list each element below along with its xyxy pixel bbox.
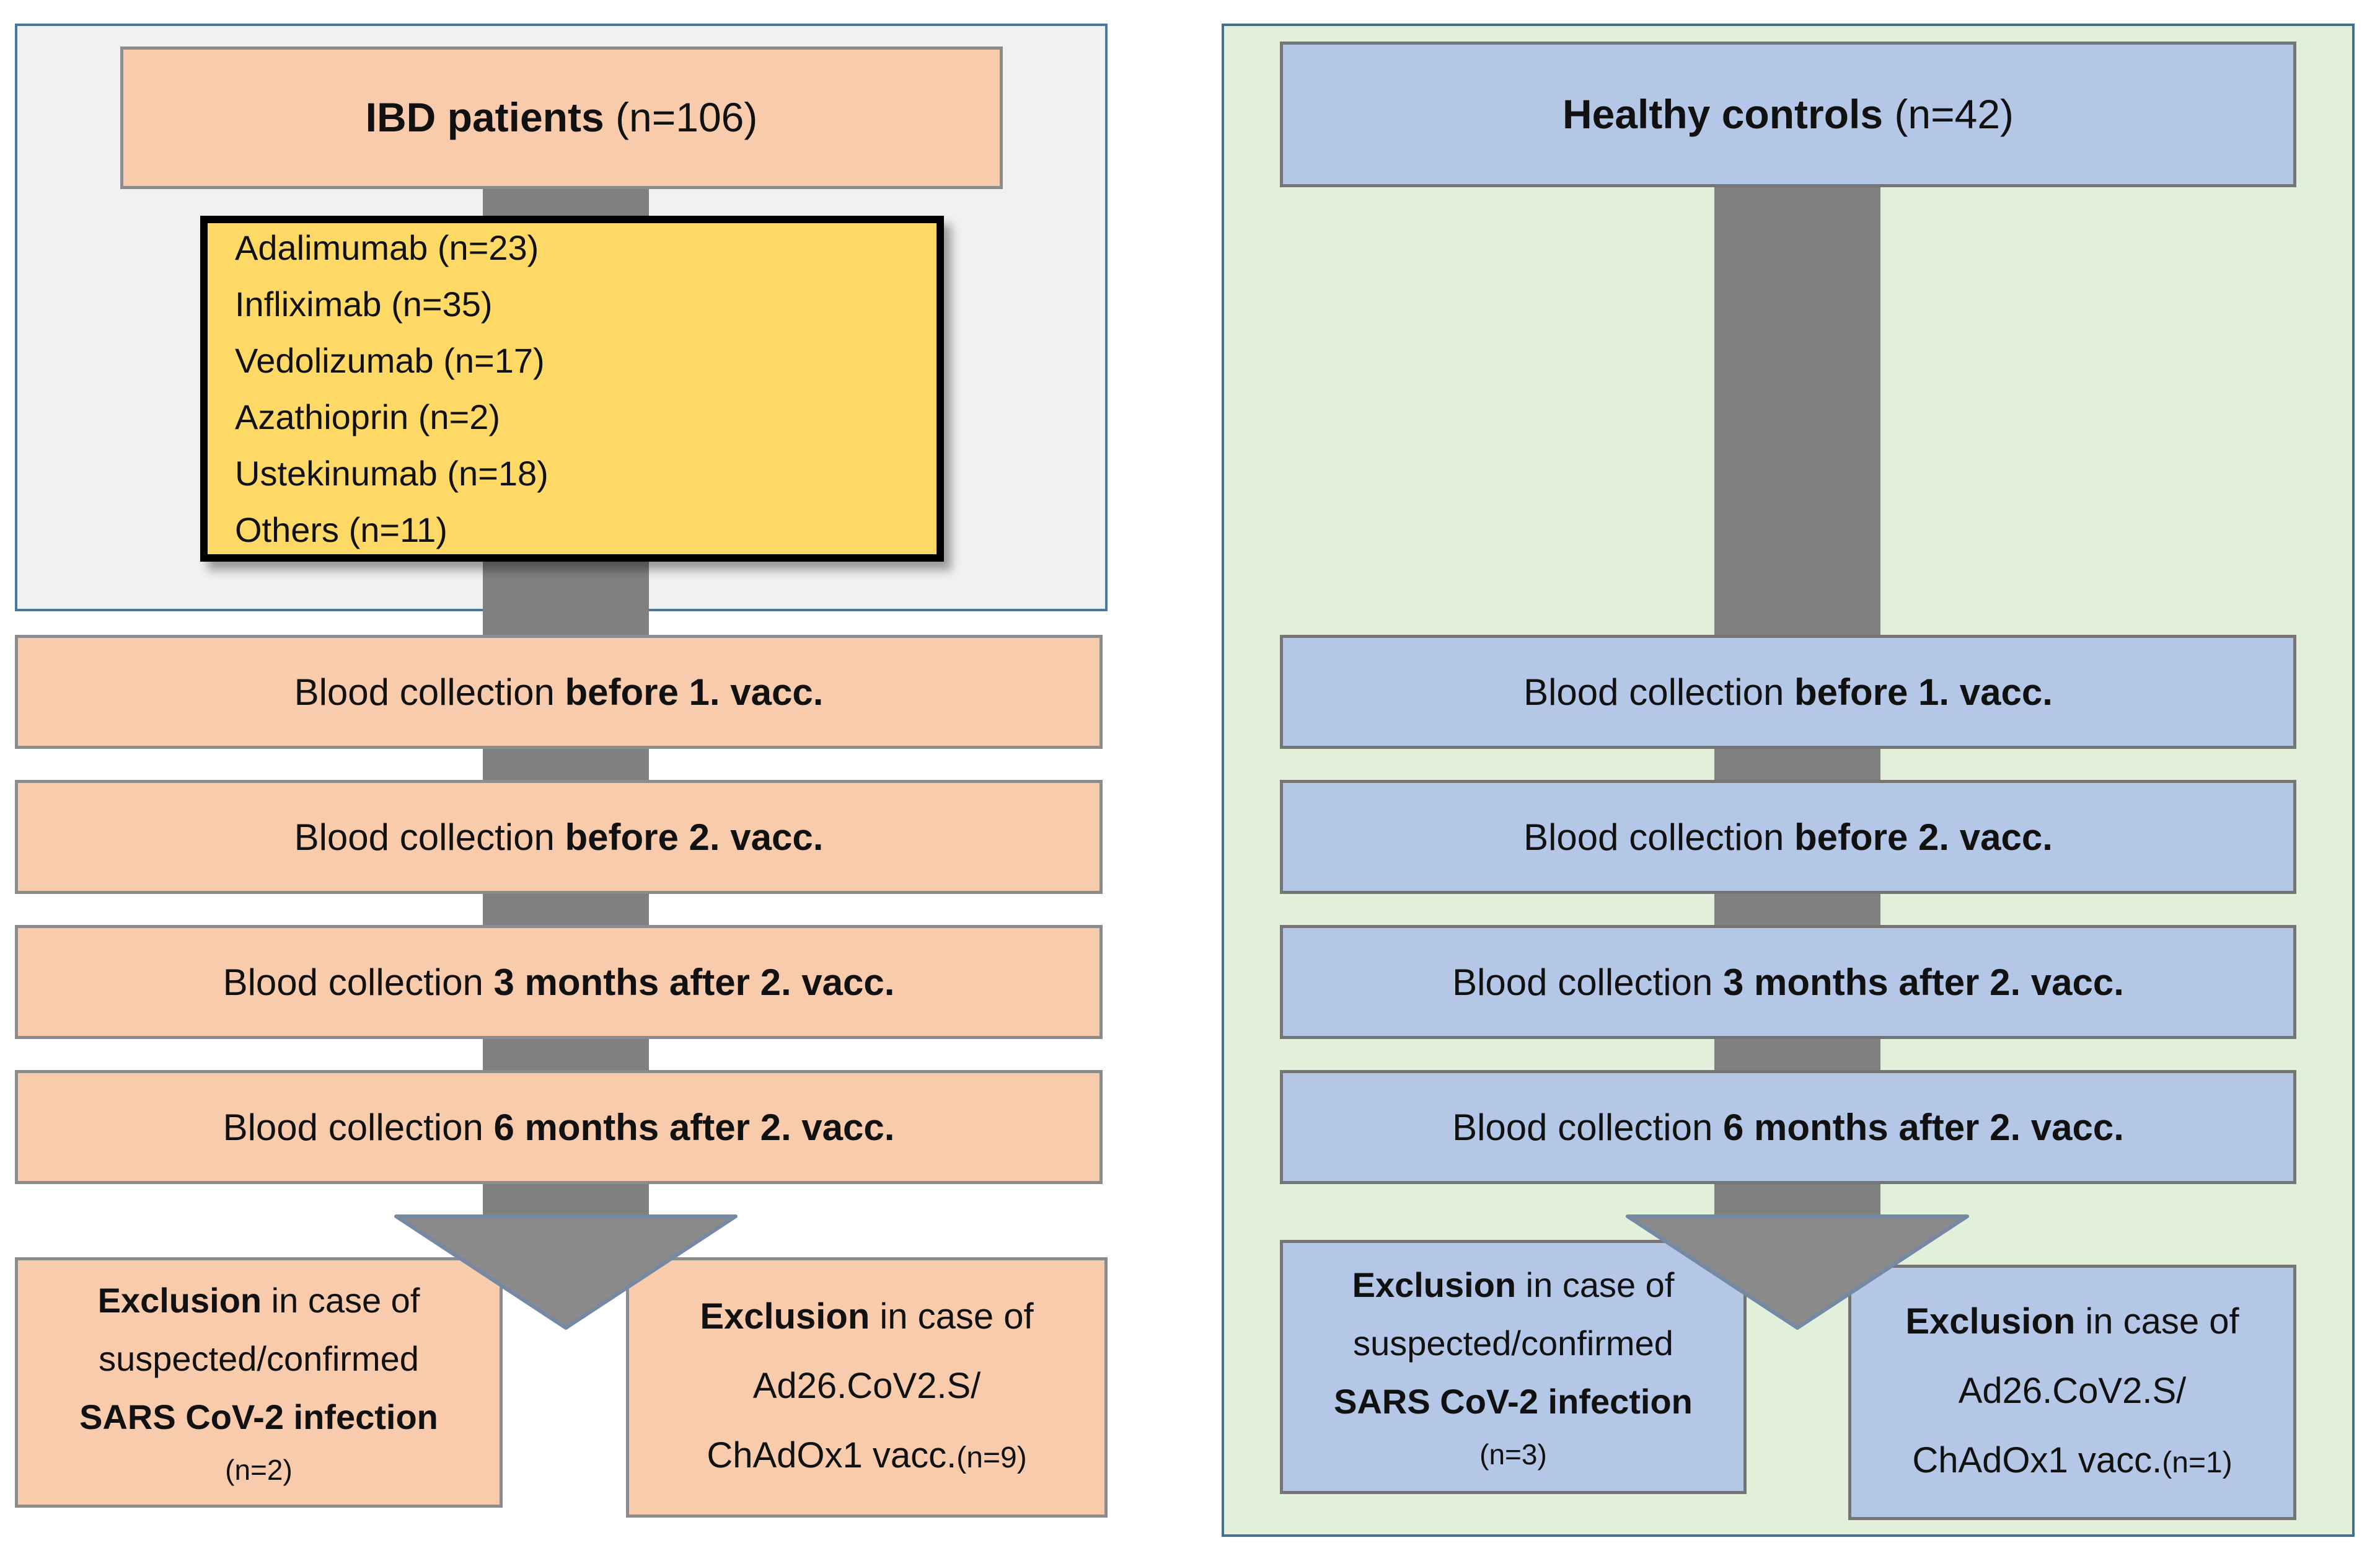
medication-item: Ustekinumab (n=18) bbox=[235, 454, 549, 493]
ibd-header-label: IBD patients (n=106) bbox=[365, 94, 758, 141]
exclusion-vaccine-box-controls: Exclusion in case of Ad26.CoV2.S/ ChAdOx… bbox=[1848, 1265, 2296, 1520]
ibd-header-box: IBD patients (n=106) bbox=[120, 46, 1003, 189]
medication-list-box: Adalimumab (n=23) Infliximab (n=35) Vedo… bbox=[200, 216, 944, 562]
medication-item: Infliximab (n=35) bbox=[235, 285, 493, 324]
exclusion-count: (n=1) bbox=[2162, 1446, 2232, 1479]
medication-item: Others (n=11) bbox=[235, 510, 447, 549]
exclusion-vaccine-box-ibd: Exclusion in case of Ad26.CoV2.S/ ChAdOx… bbox=[626, 1257, 1108, 1518]
healthy-controls-header-box: Healthy controls (n=42) bbox=[1280, 42, 2296, 187]
exclusion-infection-box-ibd: Exclusion in case of suspected/confirmed… bbox=[15, 1257, 503, 1508]
medication-item: Vedolizumab (n=17) bbox=[235, 341, 545, 380]
blood-collection-box-before-1-vacc: Blood collection before 1. vacc. bbox=[1280, 635, 2296, 749]
blood-collection-box-before-2-vacc: Blood collection before 2. vacc. bbox=[15, 780, 1103, 894]
blood-collection-box-6-months: Blood collection 6 months after 2. vacc. bbox=[1280, 1070, 2296, 1184]
medication-item: Azathioprin (n=2) bbox=[235, 397, 501, 436]
blood-collection-box-3-months: Blood collection 3 months after 2. vacc. bbox=[15, 925, 1103, 1039]
medication-item: Adalimumab (n=23) bbox=[235, 228, 539, 267]
blood-collection-box-6-months: Blood collection 6 months after 2. vacc. bbox=[15, 1070, 1103, 1184]
exclusion-count: (n=9) bbox=[956, 1441, 1027, 1474]
down-arrowhead-icon-left bbox=[394, 1214, 738, 1330]
exclusion-infection-box-controls: Exclusion in case of suspected/confirmed… bbox=[1280, 1240, 1747, 1494]
exclusion-count: (n=3) bbox=[1479, 1438, 1547, 1471]
blood-collection-box-before-1-vacc: Blood collection before 1. vacc. bbox=[15, 635, 1103, 749]
blood-collection-box-before-2-vacc: Blood collection before 2. vacc. bbox=[1280, 780, 2296, 894]
healthy-controls-header-label: Healthy controls (n=42) bbox=[1562, 91, 2014, 137]
blood-collection-box-3-months: Blood collection 3 months after 2. vacc. bbox=[1280, 925, 2296, 1039]
down-arrowhead-icon-right bbox=[1626, 1214, 1969, 1330]
exclusion-count: (n=2) bbox=[225, 1454, 293, 1486]
